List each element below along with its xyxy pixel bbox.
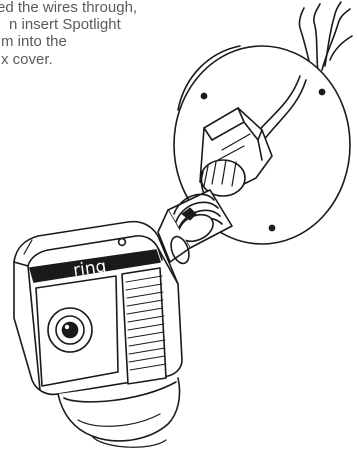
screw-hole-bottom: [269, 225, 274, 230]
screw-hole-left: [201, 93, 206, 98]
spotlight-camera-body: ring: [14, 222, 182, 395]
speaker-grille: [122, 268, 166, 384]
screw-hole-right: [319, 89, 324, 94]
